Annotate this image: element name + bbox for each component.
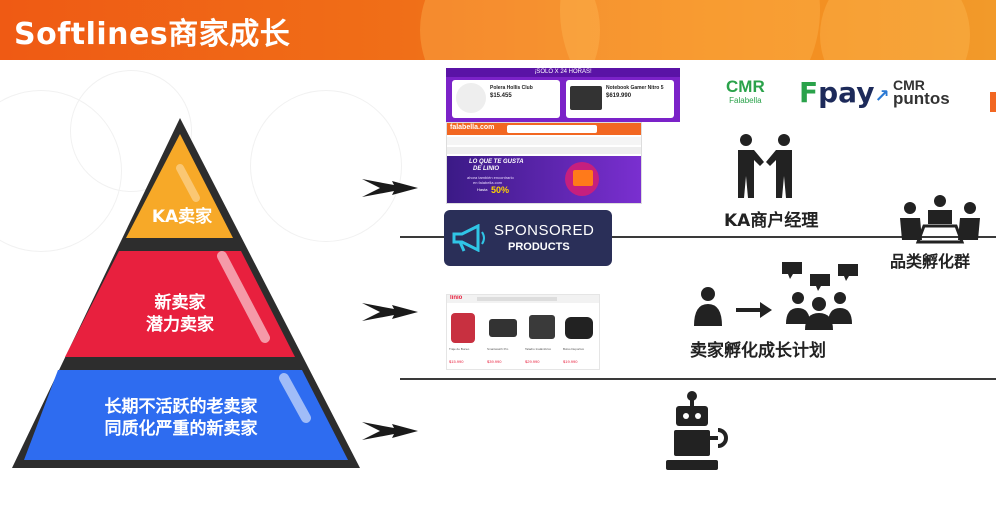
pyramid-tier-top: [126, 134, 233, 238]
pyramid-bottom-label: 长期不活跃的老卖家 同质化严重的新卖家: [104, 397, 258, 439]
seller-pyramid: [12, 118, 360, 468]
arrow-right-icon: [362, 422, 418, 440]
pyramid-tier-bottom: [24, 370, 348, 460]
category-incubation-label: 品类孵化群: [890, 252, 971, 271]
seller-incubation-label: 卖家孵化成长计划: [690, 341, 826, 361]
product-card: Polera Hollis Club $15.455: [452, 80, 560, 118]
pyramid-highlight: [217, 251, 270, 343]
ka-manager-label: KA商户经理: [724, 211, 819, 231]
product-image: [451, 313, 475, 343]
sponsored-line1: SPONSORED: [494, 222, 595, 239]
person-arrow-group-icon: [694, 262, 858, 330]
logo-edge: [990, 92, 996, 112]
product-image: [529, 315, 555, 339]
arrow-right-icon: [362, 303, 418, 321]
pyramid-top-label: KA卖家: [151, 207, 213, 227]
sponsored-line2: PRODUCTS: [508, 241, 570, 253]
fpay-logo: Fpay↗: [799, 76, 890, 109]
team-meeting-icon: [900, 195, 980, 244]
cmr-puntos-logo: CMR puntos: [893, 77, 950, 108]
promo-banner-text: ¡SOLO X 24 HORAS!: [446, 68, 680, 77]
robot-icon: [666, 391, 728, 470]
bg-circle: [250, 90, 402, 242]
promo-banner-thumbnail: ¡SOLO X 24 HORAS! Polera Hollis Club $15…: [446, 68, 680, 122]
sponsored-products-badge: SPONSORED PRODUCTS: [444, 210, 612, 266]
megaphone-icon: [452, 224, 485, 252]
page-title: Softlines商家成长: [14, 17, 291, 52]
section-divider: [400, 236, 996, 238]
header-bar: Softlines商家成长: [0, 0, 996, 60]
product-card: Notebook Gamer Nitro 5 $619.990: [566, 80, 674, 118]
bg-circle: [70, 70, 192, 192]
pyramid-highlight: [279, 373, 311, 423]
handshake-icon: [738, 134, 792, 198]
site-topbar: linio: [447, 295, 599, 303]
falabella-site-thumbnail: falabella.com LO QUE TE GUSTA DE LINIO a…: [446, 122, 642, 204]
cmr-falabella-logo: CMR Falabella: [726, 77, 765, 105]
linio-site-thumbnail: linio Traje de Buceo $15.990 Smartwatch …: [446, 294, 600, 370]
pyramid-highlight: [176, 164, 200, 202]
product-image: [489, 319, 517, 337]
pyramid-middle-label: 新卖家 潜力卖家: [146, 293, 214, 335]
site-topbar: falabella.com: [447, 123, 641, 135]
arrow-right-icon: [362, 179, 418, 197]
product-image: [565, 317, 593, 339]
hero-banner: LO QUE TE GUSTA DE LINIO ahora también e…: [447, 156, 641, 203]
section-divider: [400, 378, 996, 380]
